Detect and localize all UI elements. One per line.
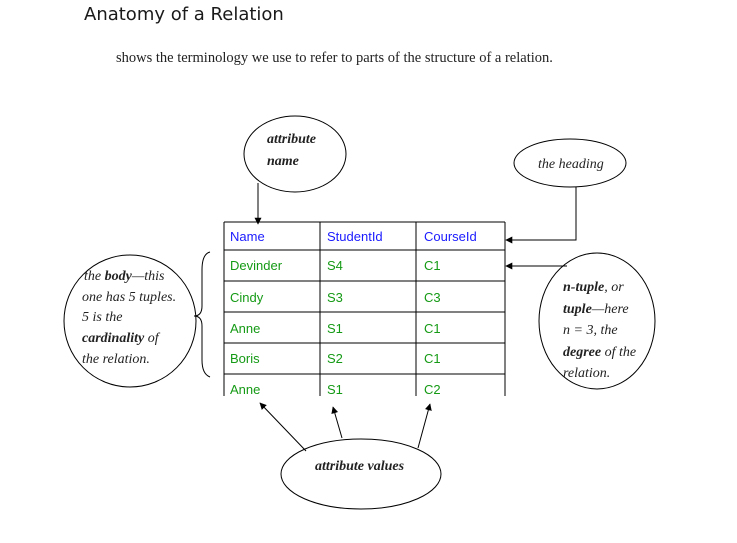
table-cell: C3 xyxy=(424,290,441,305)
tuple-label: n = 3, the xyxy=(563,323,618,338)
table-cell: S4 xyxy=(327,258,343,273)
intro-text: shows the terminology we use to refer to… xyxy=(116,50,553,66)
header-cell: CourseId xyxy=(424,229,477,244)
relation-table xyxy=(223,221,506,396)
body-label: cardinality of xyxy=(82,331,161,346)
table-cell: Cindy xyxy=(230,290,264,305)
body-label: the relation. xyxy=(82,352,150,367)
table-cell: C2 xyxy=(424,382,441,397)
tuple-bubble xyxy=(538,252,656,390)
attribute-name-bubble xyxy=(243,115,347,193)
body-label: the body—this xyxy=(84,269,165,284)
table-cell: C1 xyxy=(424,258,441,273)
attribute-values-arrow xyxy=(417,403,432,449)
tuple-label: n-tuple, or xyxy=(563,280,624,295)
table-cell: Boris xyxy=(230,351,260,366)
body-label: 5 is the xyxy=(82,310,122,325)
table-cell: S1 xyxy=(327,321,343,336)
attribute-values-label: attribute values xyxy=(315,459,405,474)
body-brace xyxy=(193,251,211,378)
attribute-values-bubble xyxy=(280,438,442,510)
table-cell: S3 xyxy=(327,290,343,305)
body-label: one has 5 tuples. xyxy=(82,290,176,305)
tuple-label: relation. xyxy=(563,366,610,381)
table-cell: C1 xyxy=(424,351,441,366)
table-cell: S2 xyxy=(327,351,343,366)
table-cell: Devinder xyxy=(230,258,283,273)
table-cell: S1 xyxy=(327,382,343,397)
tuple-label: degree of the xyxy=(563,345,636,360)
attribute-values-arrow xyxy=(331,406,343,439)
heading-bubble xyxy=(513,138,627,188)
header-cell: Name xyxy=(230,229,265,244)
attribute-name-label: attribute xyxy=(267,132,316,147)
heading-label: the heading xyxy=(538,157,604,172)
attribute-values-arrow xyxy=(259,402,307,452)
heading-arrow xyxy=(505,187,577,244)
body-bubble xyxy=(63,254,197,388)
table-cell: C1 xyxy=(424,321,441,336)
table-cell: Anne xyxy=(230,382,260,397)
header-cell: StudentId xyxy=(327,229,383,244)
table-cell: Anne xyxy=(230,321,260,336)
page-title: Anatomy of a Relation xyxy=(84,4,284,25)
attribute-name-label: name xyxy=(267,154,299,169)
tuple-label: tuple—here xyxy=(563,302,629,317)
